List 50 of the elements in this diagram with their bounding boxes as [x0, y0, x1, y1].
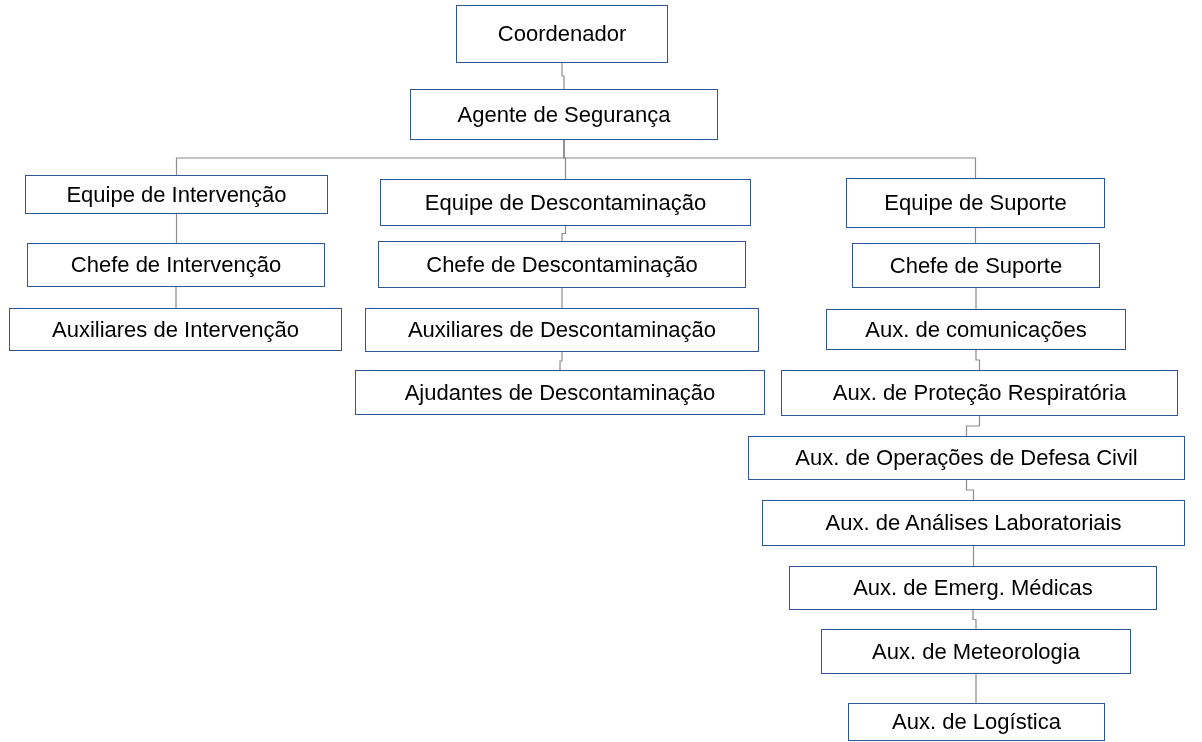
connector-line: [563, 139, 977, 179]
role-label: Chefe de Descontaminação: [426, 251, 698, 278]
role-label: Chefe de Suporte: [889, 252, 1063, 279]
role-box: [846, 178, 1105, 228]
connector-line: [561, 287, 563, 309]
connector-line: [975, 349, 981, 371]
role-label: Aux. de Operações de Defesa Civil: [795, 445, 1138, 471]
role-box: [410, 89, 718, 140]
role-box: [380, 179, 751, 226]
connector-line: [175, 286, 177, 309]
role-box: [9, 308, 342, 351]
role-box: [27, 243, 325, 287]
role-box: [848, 703, 1105, 741]
connector-line: [972, 609, 977, 630]
connector-line: [175, 213, 178, 244]
role-box: [781, 370, 1178, 416]
role-label: Aux. de Proteção Respiratória: [832, 380, 1127, 406]
role-box: [762, 500, 1185, 546]
role-label: Agente de Segurança: [457, 101, 671, 128]
role-label: Aux. de Análises Laboratoriais: [825, 510, 1122, 536]
role-box: [25, 175, 328, 214]
connector-line: [561, 225, 567, 242]
role-label: Auxiliares de Descontaminação: [407, 317, 717, 343]
role-box: [456, 5, 668, 63]
connector-line: [965, 479, 975, 501]
role-box: [748, 436, 1185, 480]
connector-line: [561, 62, 565, 90]
role-box: [821, 629, 1131, 674]
connector-line: [965, 415, 981, 437]
role-label: Aux. de comunicações: [865, 316, 1087, 343]
connector-line: [559, 351, 563, 371]
role-label: Equipe de Intervenção: [66, 181, 287, 208]
role-box: [355, 370, 765, 415]
role-box: [826, 309, 1126, 350]
connector-line: [972, 545, 975, 567]
role-box: [789, 566, 1157, 610]
role-label: Ajudantes de Descontaminação: [404, 379, 716, 406]
role-box: [378, 241, 746, 288]
role-box: [365, 308, 759, 352]
connector-line: [975, 287, 977, 310]
role-label: Aux. de Meteorologia: [872, 638, 1080, 665]
role-label: Coordenador: [497, 21, 627, 47]
role-box: [852, 243, 1100, 288]
role-label: Equipe de Descontaminação: [424, 189, 707, 216]
role-label: Aux. de Emerg. Médicas: [853, 575, 1093, 601]
role-label: Auxiliares de Intervenção: [52, 316, 299, 343]
role-label: Equipe de Suporte: [884, 190, 1067, 216]
connector-line: [975, 673, 977, 704]
role-label: Chefe de Intervenção: [70, 252, 282, 278]
role-label: Aux. de Logística: [892, 709, 1061, 735]
